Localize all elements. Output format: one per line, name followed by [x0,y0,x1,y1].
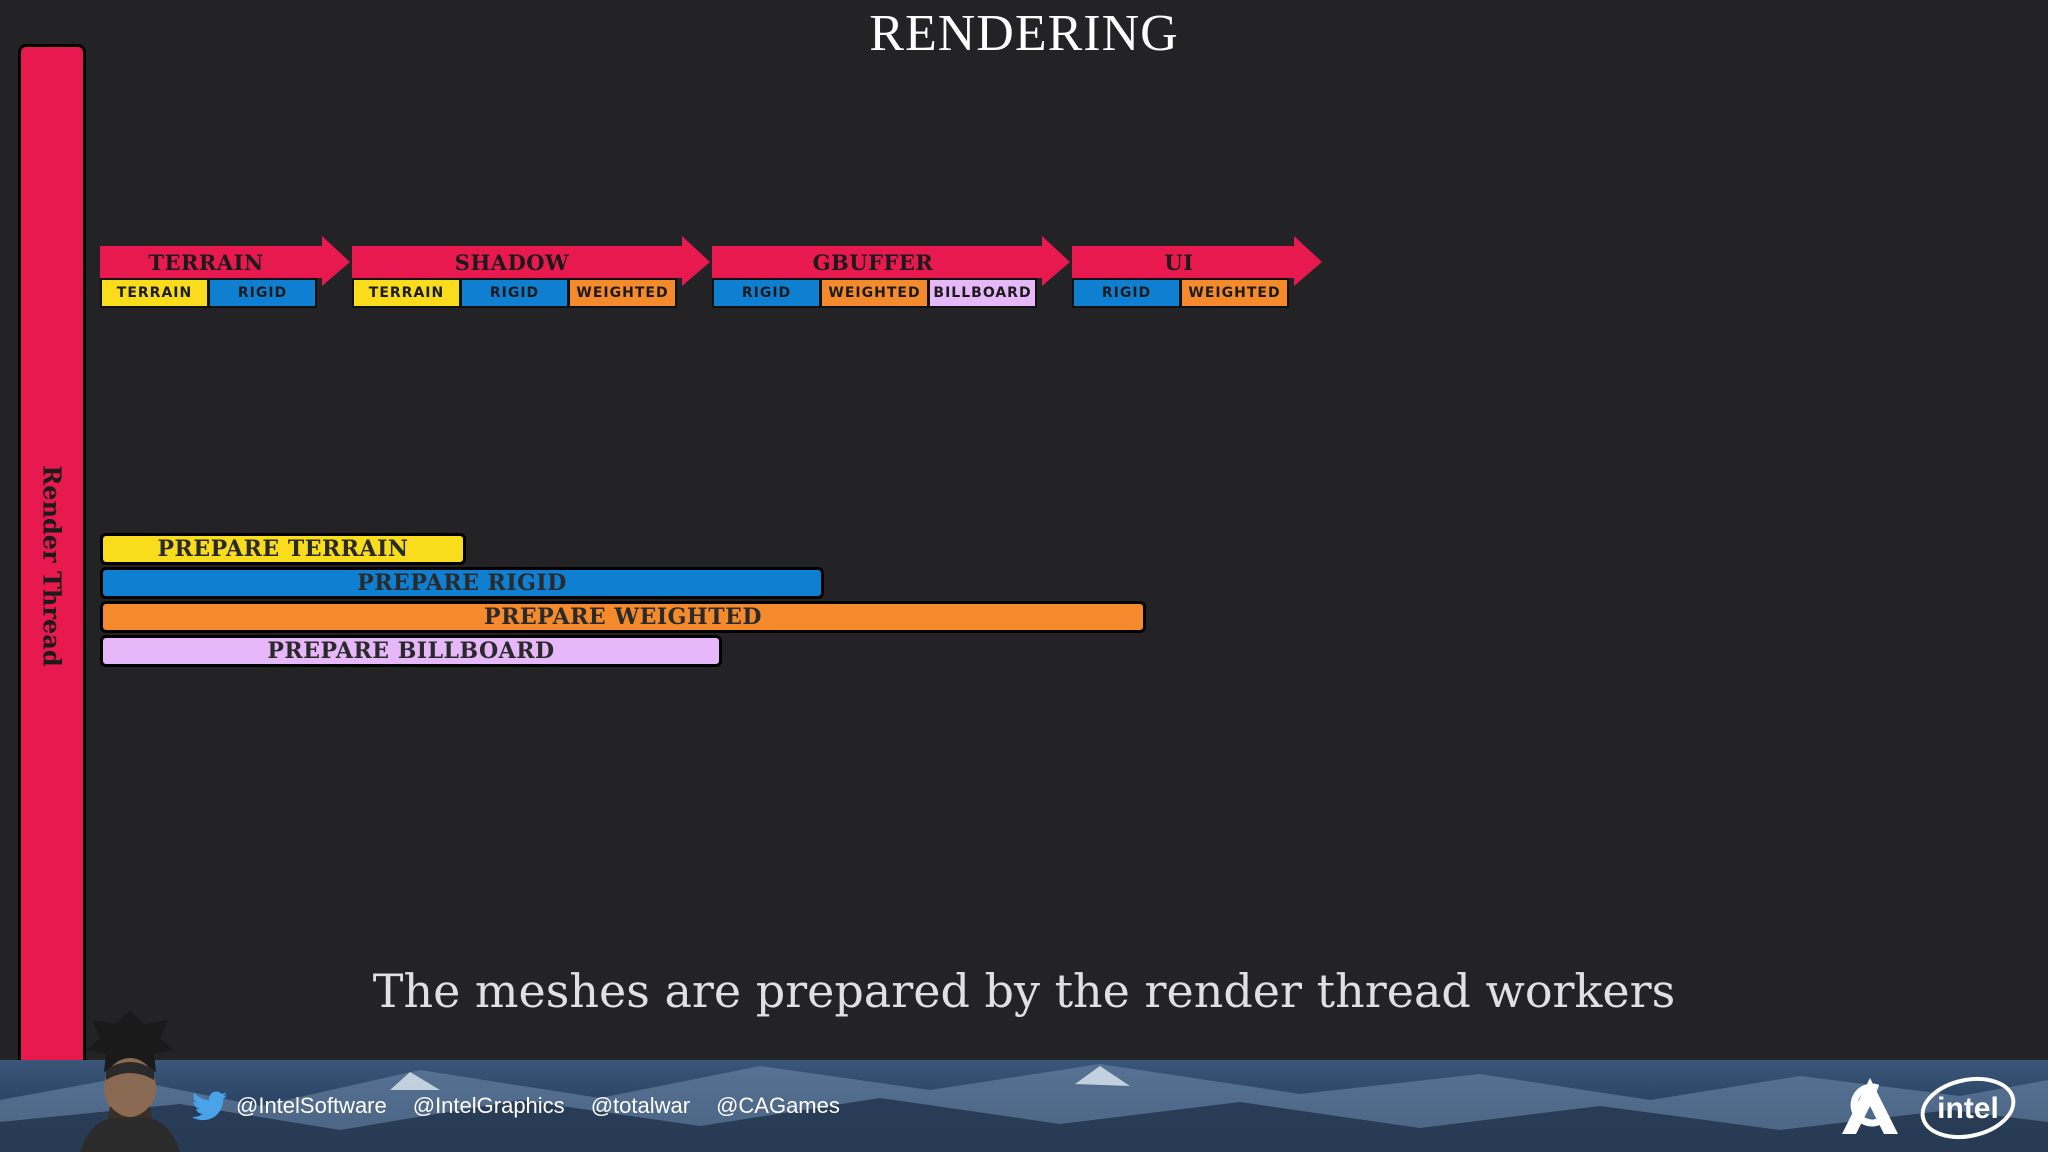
stage-arrow [100,236,350,286]
pass-chip: RIGID [1072,278,1181,308]
stage-label: UI [1164,250,1194,275]
stage-pass-list: TERRAIN RIGID [100,278,317,308]
stage-pass-list: RIGID WEIGHTED [1072,278,1289,308]
pass-chip: RIGID [712,278,821,308]
pass-chip: WEIGHTED [1180,278,1289,308]
prepare-weighted-bar: PREPARE WEIGHTED [100,601,1146,633]
intel-logo: intel [1920,1076,2016,1140]
social-handles: @IntelSoftware @IntelGraphics @totalwar … [192,1060,840,1152]
render-thread-label: Render Thread [37,465,67,667]
stage-pass-list: TERRAIN RIGID WEIGHTED [352,278,677,308]
prepare-terrain-bar: PREPARE TERRAIN [100,533,466,565]
pass-chip: TERRAIN [352,278,461,308]
footer-banner: @IntelSoftware @IntelGraphics @totalwar … [0,1060,2048,1152]
handle-cagames[interactable]: @CAGames [716,1093,840,1119]
twitter-icon [192,1091,227,1121]
subtitle-caption: The meshes are prepared by the render th… [372,964,1676,1018]
pass-chip: RIGID [208,278,317,308]
stage-label: GBUFFER [812,250,934,275]
stage-label: TERRAIN [148,250,264,275]
handle-text: @IntelGraphics [412,1093,565,1118]
stage-shadow: SHADOW TERRAIN RIGID WEIGHTED [352,236,712,312]
stage-terrain: TERRAIN TERRAIN RIGID [100,236,350,312]
render-thread-bar [18,44,86,1074]
svg-text:intel: intel [1937,1092,1999,1125]
handle-totalwar[interactable]: @totalwar [591,1093,690,1119]
pass-chip: WEIGHTED [568,278,677,308]
pass-chip: BILLBOARD [928,278,1037,308]
stage-gbuffer: GBUFFER RIGID WEIGHTED BILLBOARD [712,236,1072,312]
handle-text: @IntelSoftware [236,1093,387,1118]
stage-arrow [352,236,710,286]
handle-text: @CAGames [716,1093,840,1118]
pass-chip: RIGID [460,278,569,308]
handle-text: @totalwar [590,1093,691,1118]
prepare-billboard-bar: PREPARE BILLBOARD [100,635,722,667]
handle-intelgraphics[interactable]: @IntelGraphics [413,1093,565,1119]
mountain-backdrop [0,1064,2048,1152]
handle-intelsoftware[interactable]: @IntelSoftware [192,1091,387,1121]
stage-label: SHADOW [454,250,570,275]
pass-chip: TERRAIN [100,278,209,308]
slide-title: RENDERING [869,5,1179,62]
prepare-rigid-bar: PREPARE RIGID [100,567,824,599]
stage-ui: UI RIGID WEIGHTED [1072,236,1324,312]
stage-arrow [712,236,1070,286]
warrior-figure-icon [80,1010,180,1152]
stage-arrow [1072,236,1322,286]
stage-pass-list: RIGID WEIGHTED BILLBOARD [712,278,1037,308]
pass-chip: WEIGHTED [820,278,929,308]
creative-assembly-logo [1842,1078,1898,1134]
